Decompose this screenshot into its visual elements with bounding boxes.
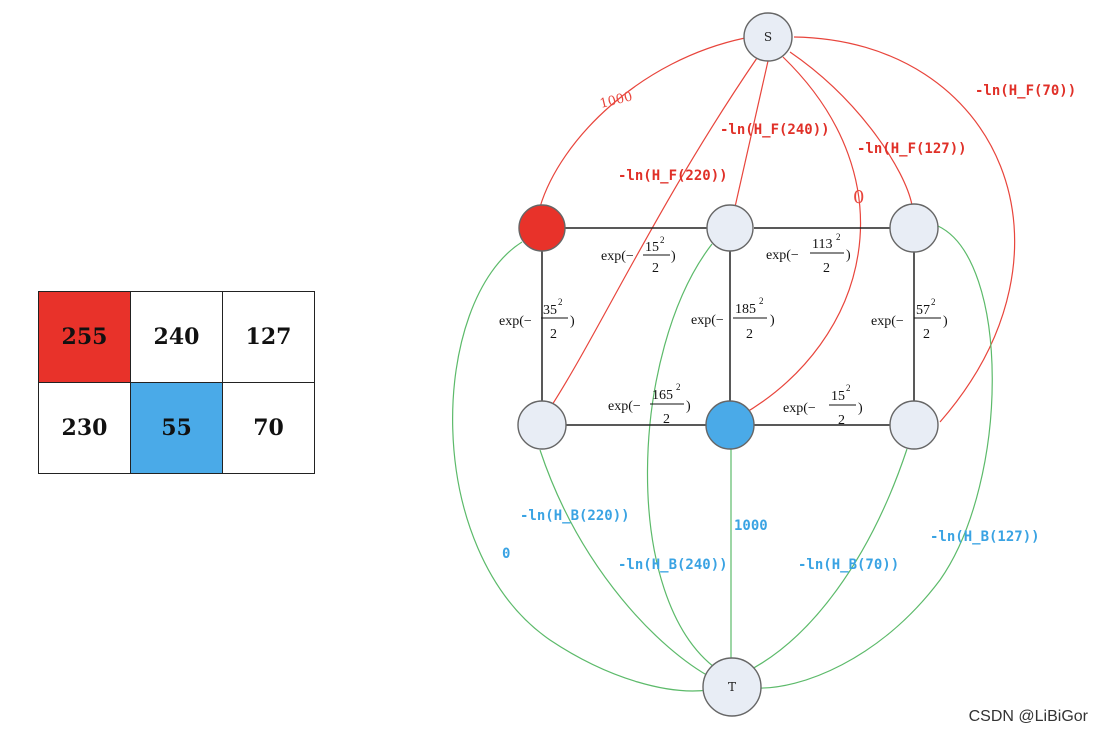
svg-text:exp(−: exp(− [499,314,532,329]
source-edges [539,36,1016,423]
source-edge-3 [734,60,769,208]
neighbor-weight-formula: exp(− 165 2 2 ) [608,382,691,427]
svg-text:exp(−: exp(− [871,314,904,329]
svg-text:2: 2 [558,297,563,307]
pixel-cell-foreground: 255 [38,291,131,383]
pixel-node [889,400,939,450]
svg-text:exp(−: exp(− [691,313,724,328]
neighbor-weight-formula: exp(− 185 2 2 ) [691,296,775,342]
pixel-row: 255 240 127 [38,291,315,383]
pixel-node [706,204,754,252]
sink-edge-3 [646,243,719,671]
svg-text:15: 15 [831,389,845,404]
svg-text:113: 113 [812,237,832,252]
svg-text:): ) [570,314,575,329]
svg-text:2: 2 [550,327,557,342]
svg-text:2: 2 [823,261,830,276]
source-edge-5 [789,51,913,206]
svg-text:2: 2 [838,413,845,428]
pixel-node [517,400,567,450]
svg-text:): ) [686,399,691,414]
pixel-row: 230 55 70 [38,382,315,474]
source-edge-label: -ln(H_F(70)) [975,83,1076,99]
sink-edge-label: -ln(H_B(240)) [618,557,728,573]
svg-text:): ) [671,249,676,264]
svg-text:2: 2 [931,297,936,307]
svg-text:exp(−: exp(− [608,399,641,414]
sink-edge-6 [755,225,993,689]
pixel-node-foreground [518,204,566,252]
svg-text:15: 15 [645,240,659,255]
source-edge-label: 0 [853,187,864,208]
neighbor-edges [541,227,915,426]
source-edge-label: 1000 [598,89,634,112]
svg-text:2: 2 [836,232,841,242]
svg-text:165: 165 [652,388,673,403]
watermark: CSDN @LiBiGor [968,708,1088,725]
source-edge-label: -ln(H_F(220)) [618,168,728,184]
source-edge-6 [793,36,1016,423]
neighbor-weight-formula: exp(− 15 2 2 ) [601,235,676,276]
svg-text:2: 2 [676,382,681,392]
svg-text:2: 2 [746,327,753,342]
source-node-label: S [764,30,772,44]
svg-text:2: 2 [923,327,930,342]
sink-node [702,657,762,717]
sink-edge-label: 1000 [734,518,768,534]
svg-text:): ) [943,314,948,329]
neighbor-weight-formula: exp(− 15 2 2 ) [783,383,863,428]
neighbor-weight-formula: exp(− 35 2 2 ) [499,297,575,342]
neighbor-edge-labels: exp(− 15 2 2 ) exp(− 113 2 2 ) exp(− 35 … [499,232,948,428]
svg-text:2: 2 [652,261,659,276]
sink-edge-label: -ln(H_B(70)) [798,557,899,573]
svg-text:57: 57 [916,303,930,318]
pixel-node [889,203,939,253]
neighbor-weight-formula: exp(− 57 2 2 ) [871,297,948,342]
svg-text:185: 185 [735,302,756,317]
source-node [743,12,793,62]
neighbor-weight-formula: exp(− 113 2 2 ) [766,232,851,276]
svg-text:2: 2 [660,235,665,245]
source-edge-label: -ln(H_F(127)) [857,141,967,157]
sink-edge-label: 0 [502,546,510,562]
svg-text:): ) [846,248,851,263]
pixel-cell: 230 [38,382,131,474]
sink-edge-2 [539,449,713,679]
source-edge-label: -ln(H_F(240)) [720,122,830,138]
svg-text:2: 2 [846,383,851,393]
nodes: S T [517,12,939,717]
svg-text:2: 2 [663,412,670,427]
pixel-grid: 255 240 127 230 55 70 [38,291,315,474]
sink-node-label: T [728,680,736,694]
sink-edge-1 [452,241,709,692]
source-edge-4 [741,56,862,416]
svg-text:exp(−: exp(− [766,248,799,263]
pixel-node-background [705,400,755,450]
sink-edge-label: -ln(H_B(220)) [520,508,630,524]
sink-edge-5 [745,448,908,673]
source-edge-labels: 1000 -ln(H_F(220)) -ln(H_F(240)) 0 -ln(H… [598,83,1076,208]
svg-text:2: 2 [759,296,764,306]
sink-edge-label: -ln(H_B(127)) [930,529,1040,545]
svg-text:): ) [770,313,775,328]
svg-text:35: 35 [543,303,557,318]
svg-text:): ) [858,401,863,416]
svg-text:exp(−: exp(− [601,249,634,264]
svg-text:exp(−: exp(− [783,401,816,416]
source-edge-2 [551,57,758,406]
source-edge-1 [539,37,746,208]
sink-edge-labels: 0 -ln(H_B(220)) -ln(H_B(240)) 1000 -ln(H… [502,508,1040,573]
pixel-cell: 70 [222,382,315,474]
sink-edges [452,225,993,692]
